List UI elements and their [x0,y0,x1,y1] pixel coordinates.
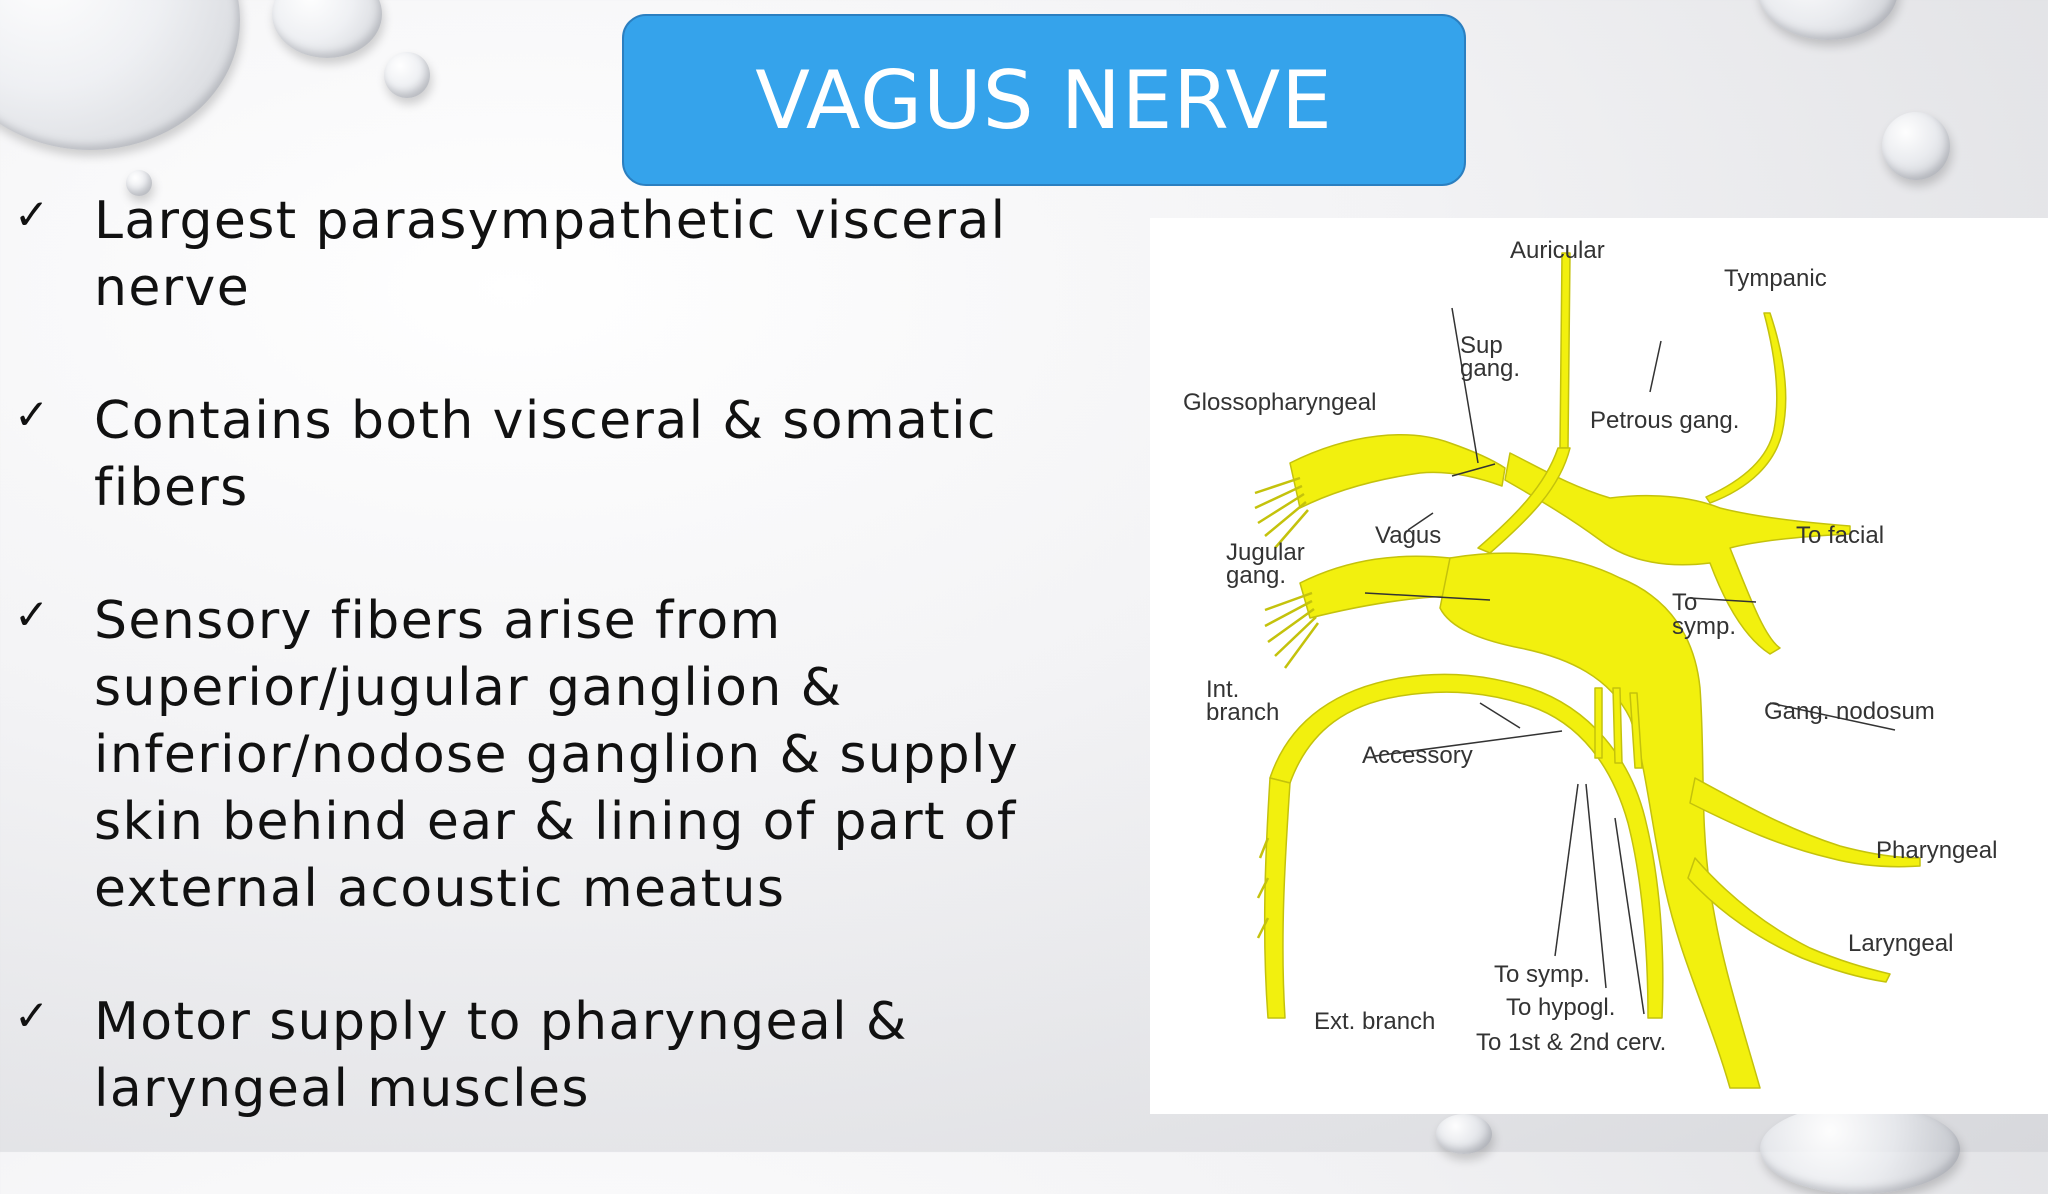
bullet-item: ✓ Contains both visceral & somatic fiber… [14,388,1054,522]
label-petrous-gang: Petrous gang. [1590,407,1739,434]
nerve-branches [1263,252,1921,1089]
petrous-ganglion [1504,452,1851,655]
gang-nodosum-trunk [1439,552,1761,1089]
slide-title-box: VAGUS NERVE [622,14,1466,186]
glossopharyngeal-nerve [1289,434,1506,509]
laryngeal-branch [1687,857,1891,983]
label-gang-nodosum: Gang. nodosum [1764,698,1935,725]
water-drop-decoration [272,0,382,58]
diagram-labels: Auricular Tympanic Sup gang. Glossophary… [1183,237,1997,1056]
water-drop-decoration [384,52,430,98]
bullet-item: ✓ Sensory fibers arise from superior/jug… [14,588,1054,923]
bullet-text: Largest parasympathetic visceral nerve [94,191,1007,318]
nerve-illustration: Auricular Tympanic Sup gang. Glossophary… [1183,237,1997,1089]
communicating-branch [1629,692,1643,769]
bullet-item: ✓ Largest parasympathetic visceral nerve [14,188,1054,322]
tympanic-branch [1705,312,1787,504]
label-glossopharyngeal: Glossopharyngeal [1183,389,1376,416]
accessory-arch [1269,673,1664,1019]
nerve-rootlets [1254,476,1320,939]
label-vagus: Vagus [1375,522,1441,549]
label-to-facial: To facial [1796,522,1884,549]
label-to-symp-upper-line1: To [1672,589,1697,616]
pharyngeal-branch [1689,777,1921,868]
water-drop-decoration [126,170,152,196]
label-to-hypogl: To hypogl. [1506,994,1615,1021]
label-int-branch-line2: branch [1206,699,1279,726]
label-jugular-gang-line1: Jugular [1226,539,1305,566]
leader-lines [1364,307,1896,1015]
check-icon: ✓ [14,590,50,639]
water-drop-decoration [1758,0,1898,40]
bullet-text: Sensory fibers arise from superior/jugul… [94,591,1020,919]
bullet-text: Contains both visceral & somatic fibers [94,391,997,518]
bullet-item: ✓ Motor supply to pharyngeal & laryngeal… [14,989,1054,1123]
label-int-branch-line1: Int. [1206,676,1239,703]
check-icon: ✓ [14,190,50,239]
label-jugular-gang-line2: gang. [1226,562,1286,589]
water-drop-decoration [1760,1104,1960,1194]
label-pharyngeal: Pharyngeal [1876,837,1997,864]
label-to-symp-lower: To symp. [1494,961,1590,988]
communicating-branch [1612,687,1623,764]
label-auricular: Auricular [1510,237,1605,264]
label-laryngeal: Laryngeal [1848,930,1953,957]
label-ext-branch: Ext. branch [1314,1008,1435,1035]
label-tympanic: Tympanic [1724,265,1827,292]
check-icon: ✓ [14,991,50,1040]
slide-title: VAGUS NERVE [755,53,1333,147]
label-to-symp-upper-line2: symp. [1672,613,1736,640]
external-branch [1263,777,1291,1019]
label-sup-gang-line2: gang. [1460,355,1520,382]
water-drop-decoration [1882,112,1950,180]
water-drop-decoration [0,0,240,150]
bullet-text: Motor supply to pharyngeal & laryngeal m… [94,992,908,1119]
label-accessory: Accessory [1362,742,1473,769]
check-icon: ✓ [14,390,50,439]
vagus-nerve-diagram: Auricular Tympanic Sup gang. Glossophary… [1150,218,2048,1114]
label-to-cerv: To 1st & 2nd cerv. [1476,1029,1666,1056]
auricular-branch [1559,252,1571,449]
bullet-list: ✓ Largest parasympathetic visceral nerve… [14,188,1054,1189]
water-drop-decoration [1436,1114,1492,1154]
communicating-branch [1594,687,1603,759]
label-sup-gang-line1: Sup [1460,332,1503,359]
